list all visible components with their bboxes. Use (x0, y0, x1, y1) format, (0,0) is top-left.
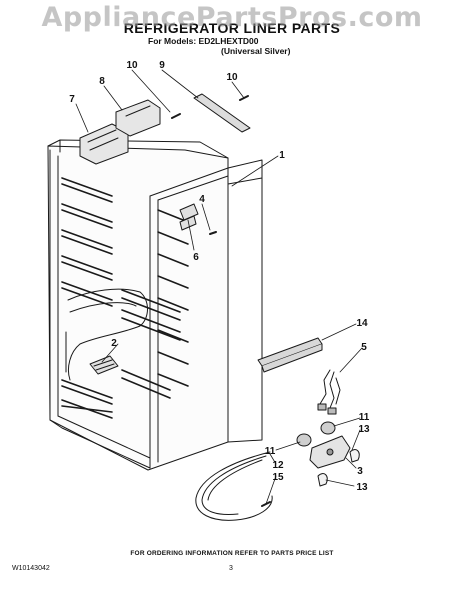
part-13-bulb-upper (349, 449, 360, 463)
liner-bottom-pan (65, 288, 148, 381)
leader-lines (75, 69, 363, 505)
part-6-shelf-clip (179, 203, 199, 231)
models-line: For Models: ED2LHEXTD00 (148, 36, 259, 46)
callout-6: 6 (193, 252, 199, 263)
callout-13-upper: 13 (358, 424, 370, 435)
part-11-lamp-socket-upper (320, 421, 336, 435)
part-8-bracket (115, 99, 161, 137)
part-14-trim-bar (257, 337, 323, 373)
part-11-lamp-socket-lower (296, 433, 312, 447)
part-7-control-housing (79, 123, 129, 165)
callout-10-right: 10 (226, 72, 238, 83)
callout-7: 7 (69, 94, 75, 105)
shelf-ribs-left (61, 177, 113, 419)
part-5-wire-harness (317, 369, 341, 415)
document-id: W10143042 (12, 565, 50, 572)
callout-4: 4 (199, 194, 205, 205)
callout-15: 15 (272, 472, 284, 483)
callout-14: 14 (356, 318, 368, 329)
part-9-light-shield (193, 93, 251, 133)
liner-shell (47, 139, 263, 471)
callout-8: 8 (99, 76, 105, 87)
callout-5: 5 (361, 342, 367, 353)
callout-11-left: 11 (265, 446, 276, 457)
ordering-note: FOR ORDERING INFORMATION REFER TO PARTS … (130, 550, 334, 557)
callout-9: 9 (159, 60, 165, 71)
part-12-water-tubing (195, 451, 273, 521)
page-title: REFRIGERATOR LINER PARTS (123, 20, 341, 36)
color-variant: (Universal Silver) (221, 46, 291, 56)
callout-2: 2 (111, 338, 117, 349)
callout-13-lower: 13 (356, 482, 368, 493)
shelf-ribs-right (121, 209, 189, 399)
part-10-screw-top (171, 113, 181, 119)
page-number: 3 (229, 565, 233, 572)
part-3-light-housing (309, 435, 351, 469)
callout-11-right: 11 (359, 412, 370, 423)
part-13-bulb-lower (317, 473, 328, 487)
watermark-text: AppliancePartsPros.com (41, 2, 423, 33)
callout-1: 1 (279, 150, 285, 161)
callout-10-left: 10 (126, 60, 138, 71)
part-2-vent (89, 355, 119, 375)
part-4-screw (209, 231, 217, 235)
callout-12: 12 (272, 460, 284, 471)
callout-3: 3 (357, 466, 363, 477)
